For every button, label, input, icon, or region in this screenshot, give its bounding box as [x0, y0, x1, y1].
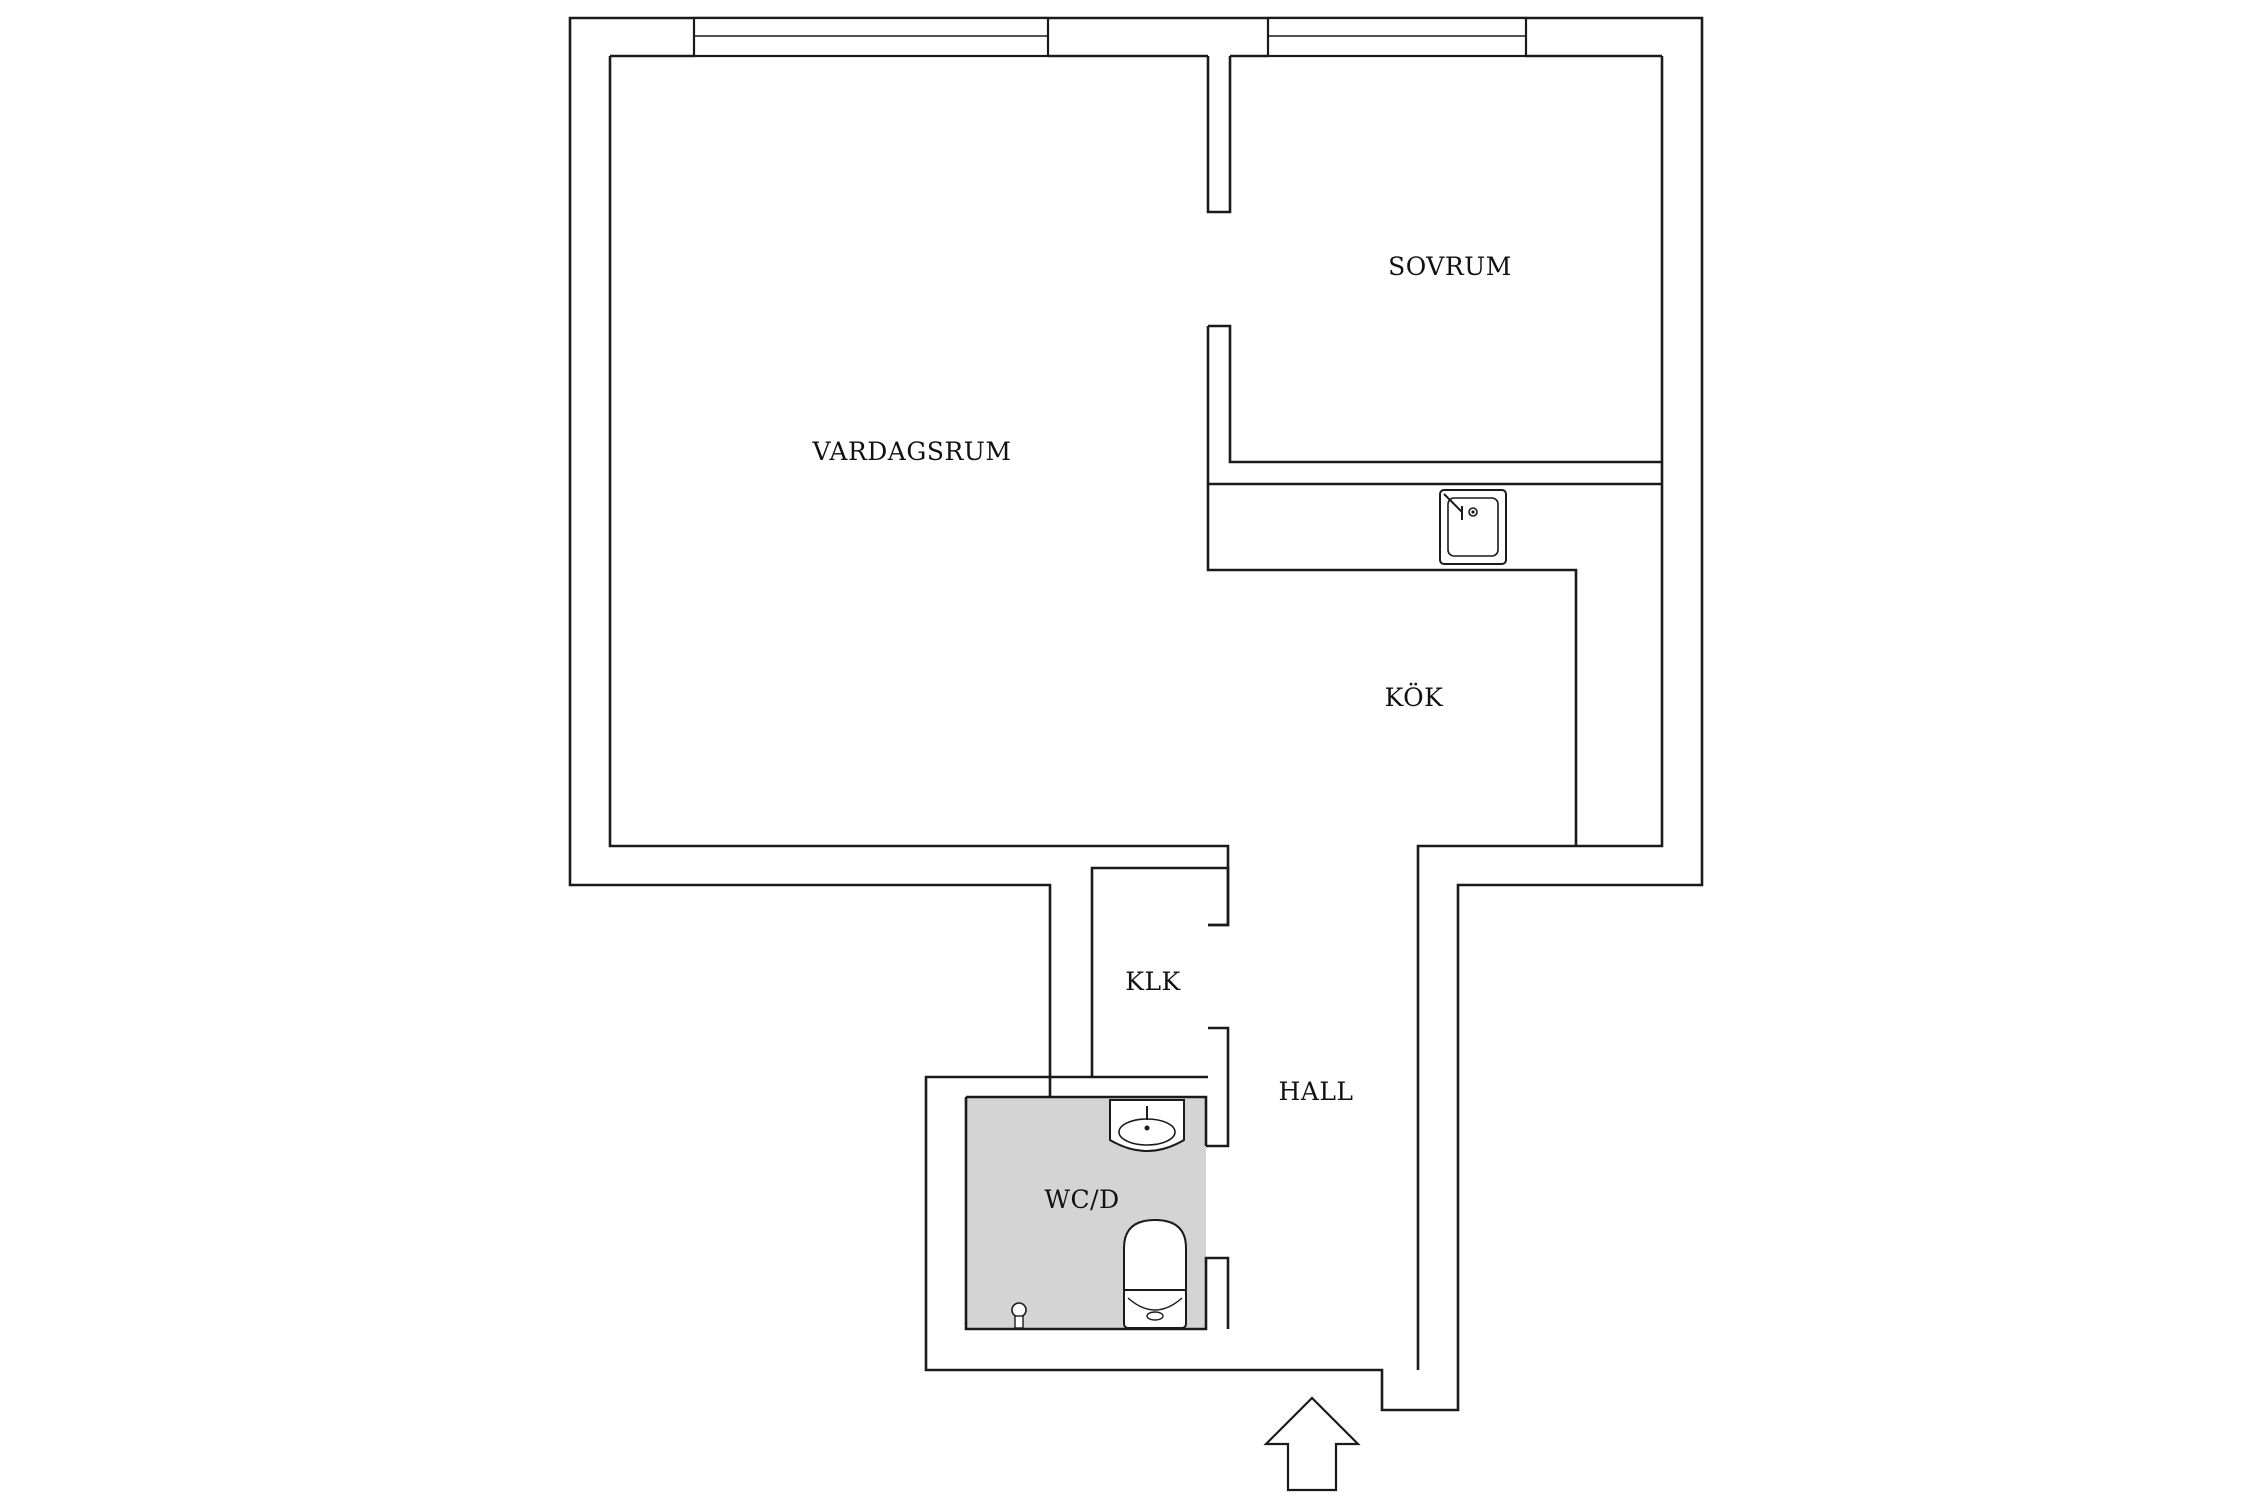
wash-basin-icon: [1109, 1099, 1185, 1152]
closet-wall: [1050, 866, 1230, 1079]
bathroom-wall: [964, 1095, 1230, 1331]
room-label-vardagsrum: VARDAGSRUM: [812, 437, 1012, 466]
wall-bedroom-kitchen: [1206, 326, 1662, 486]
inner-wall-right-side: [1416, 56, 1664, 1370]
wall-living-bedroom-upper: [1206, 56, 1232, 214]
closet-door-jamb: [1206, 1026, 1230, 1148]
kitchen-counter: [1206, 484, 1578, 846]
room-label-hall: HALL: [1278, 1077, 1353, 1106]
room-label-wcd: WC/D: [1044, 1185, 1119, 1214]
room-label-sovrum: SOVRUM: [1388, 252, 1512, 281]
exterior-wall-inner: [608, 56, 1230, 927]
kitchen-sink-icon: [1439, 489, 1507, 565]
exterior-wall-outer: [568, 16, 1704, 1412]
window-left: [692, 16, 1050, 58]
room-label-klk: KLK: [1125, 967, 1181, 996]
floor-drain-icon: [1011, 1302, 1027, 1329]
entrance-arrow-icon: [1263, 1396, 1361, 1492]
room-label-kok: KÖK: [1385, 683, 1445, 712]
window-right: [1266, 16, 1528, 58]
toilet-icon: [1123, 1218, 1187, 1329]
wall-living-bedroom-lower: [1208, 324, 1662, 464]
